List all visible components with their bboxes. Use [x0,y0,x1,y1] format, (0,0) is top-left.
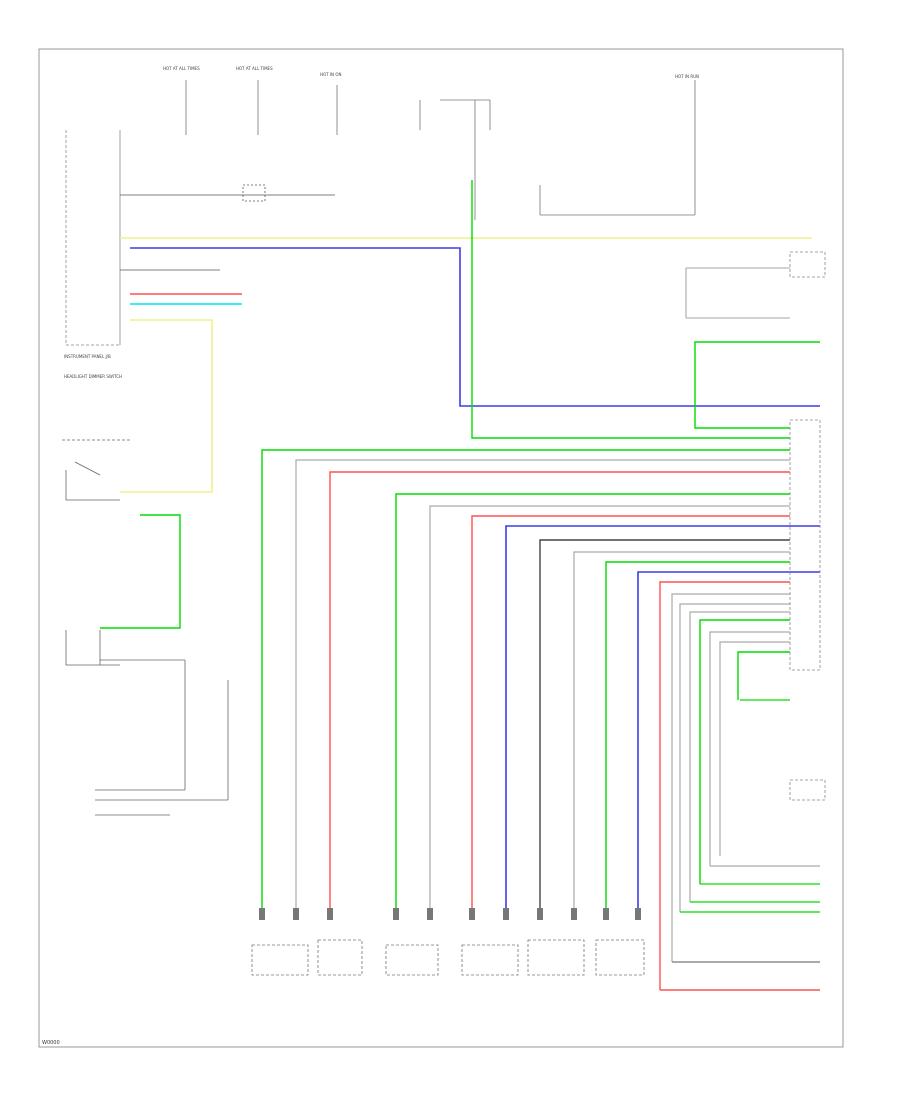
jb-label: INSTRUMENT PANEL J/B [64,354,111,359]
svg-text:HOT AT ALL TIMES: HOT AT ALL TIMES [236,66,273,71]
svg-text:HOT IN ON: HOT IN ON [320,72,341,77]
blue-wires [130,247,820,918]
right-edge-wires [672,699,820,963]
red-wires [329,471,820,991]
left-lower-switches [62,439,229,816]
bottom-components [251,939,645,976]
green-wires [100,180,820,918]
red-cyan-short [130,293,242,305]
jb-sub-label: HEADLIGHT DIMMER SWITCH [64,374,122,379]
bottom-pins [259,908,641,920]
gray-wires [295,459,790,962]
diagram-border [38,48,844,1048]
top-source-labels: HOT AT ALL TIMES HOT AT ALL TIMES HOT IN… [163,66,699,79]
jb-black-wires [120,184,335,271]
corner-label: W0000 [42,1040,60,1046]
black-wires [539,539,790,918]
svg-text:HOT AT ALL TIMES: HOT AT ALL TIMES [163,66,200,71]
svg-text:HOT IN RUN: HOT IN RUN [675,74,699,79]
top-sources [185,80,696,220]
instrument-panel-jb [65,130,121,346]
right-connector [685,251,826,801]
yellow-wires [120,237,812,493]
